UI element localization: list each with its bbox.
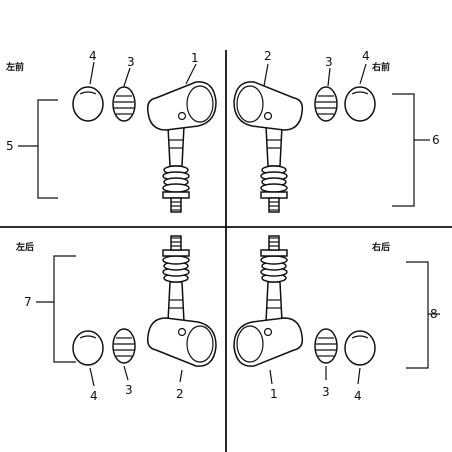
signal-housing bbox=[233, 235, 304, 367]
label-front-right: 右前 bbox=[371, 61, 390, 73]
quadrant-top-right: 右前 2 3 4 6 bbox=[233, 49, 440, 213]
callout: 3 bbox=[127, 55, 135, 69]
signal-housing bbox=[233, 81, 304, 213]
bracket-number: 6 bbox=[432, 133, 440, 147]
lens-cover bbox=[72, 330, 104, 366]
callout: 1 bbox=[270, 387, 278, 401]
label-front-left: 左前 bbox=[5, 61, 24, 73]
quadrant-top-left: 左前 4 3 1 5 bbox=[5, 49, 217, 213]
lens-ring bbox=[112, 86, 136, 122]
signal-housing bbox=[146, 81, 217, 213]
bracket-number: 7 bbox=[24, 295, 32, 309]
quadrant-bottom-right: 右后 1 3 4 8 bbox=[233, 235, 440, 403]
lens-cover bbox=[344, 86, 376, 122]
callout: 3 bbox=[125, 383, 133, 397]
callout: 4 bbox=[89, 49, 97, 63]
quadrant-bottom-left: 左后 4 3 2 7 bbox=[15, 235, 217, 403]
signal-housing bbox=[146, 235, 217, 367]
lens-ring bbox=[314, 86, 338, 122]
lens-ring bbox=[112, 328, 136, 364]
callout: 4 bbox=[362, 49, 370, 63]
callout: 3 bbox=[322, 385, 330, 399]
lens-cover bbox=[72, 86, 104, 122]
callout: 1 bbox=[191, 51, 199, 65]
lens-ring bbox=[314, 328, 338, 364]
callout: 4 bbox=[90, 389, 98, 403]
label-rear-right: 右后 bbox=[371, 241, 390, 253]
callout: 3 bbox=[325, 55, 333, 69]
lens-cover bbox=[344, 330, 376, 366]
label-rear-left: 左后 bbox=[15, 241, 34, 253]
bracket-number: 8 bbox=[430, 307, 438, 321]
bracket-number: 5 bbox=[6, 139, 14, 153]
callout: 4 bbox=[354, 389, 362, 403]
callout: 2 bbox=[264, 49, 272, 63]
callout: 2 bbox=[176, 387, 184, 401]
